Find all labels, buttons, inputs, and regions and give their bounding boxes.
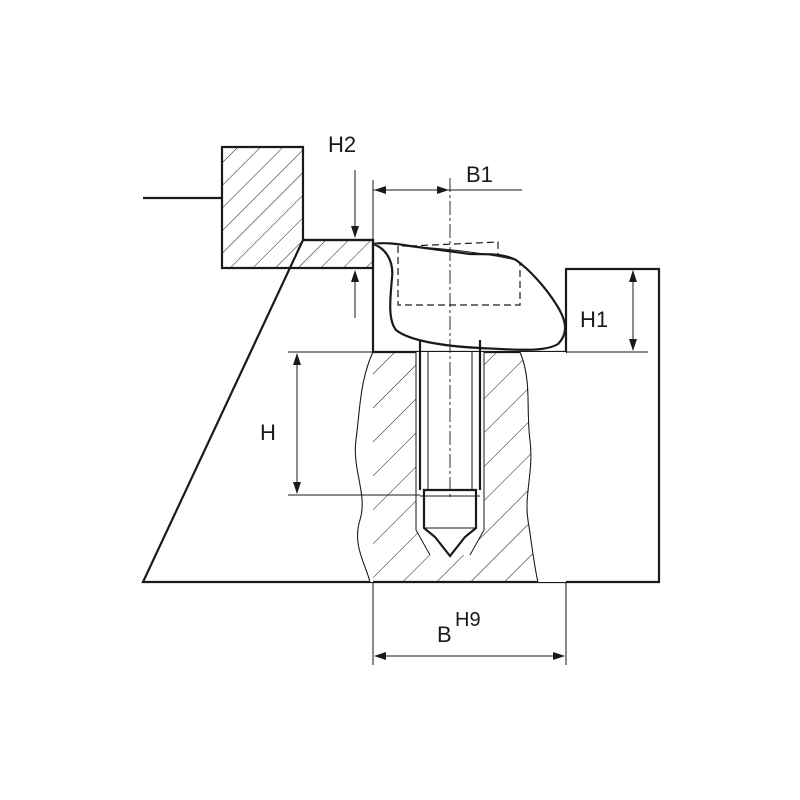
label-b1: B1 [466,162,493,187]
label-b: B [437,622,452,647]
dimension-b: B H9 [372,582,567,665]
label-b-tolerance: H9 [455,609,481,631]
dimension-h: H [260,351,420,496]
dimension-h1: H1 [566,270,648,353]
label-h2: H2 [328,132,356,157]
table-body-outline [141,196,661,584]
label-h1: H1 [580,307,608,332]
clamp-jaw [372,242,567,351]
screw-head-hidden [397,246,521,306]
dimension-b1: B1 [372,162,522,240]
workpiece-section [220,145,375,270]
dimension-h2: H2 [328,132,359,318]
label-h: H [260,420,276,445]
tapped-hole [415,352,485,556]
